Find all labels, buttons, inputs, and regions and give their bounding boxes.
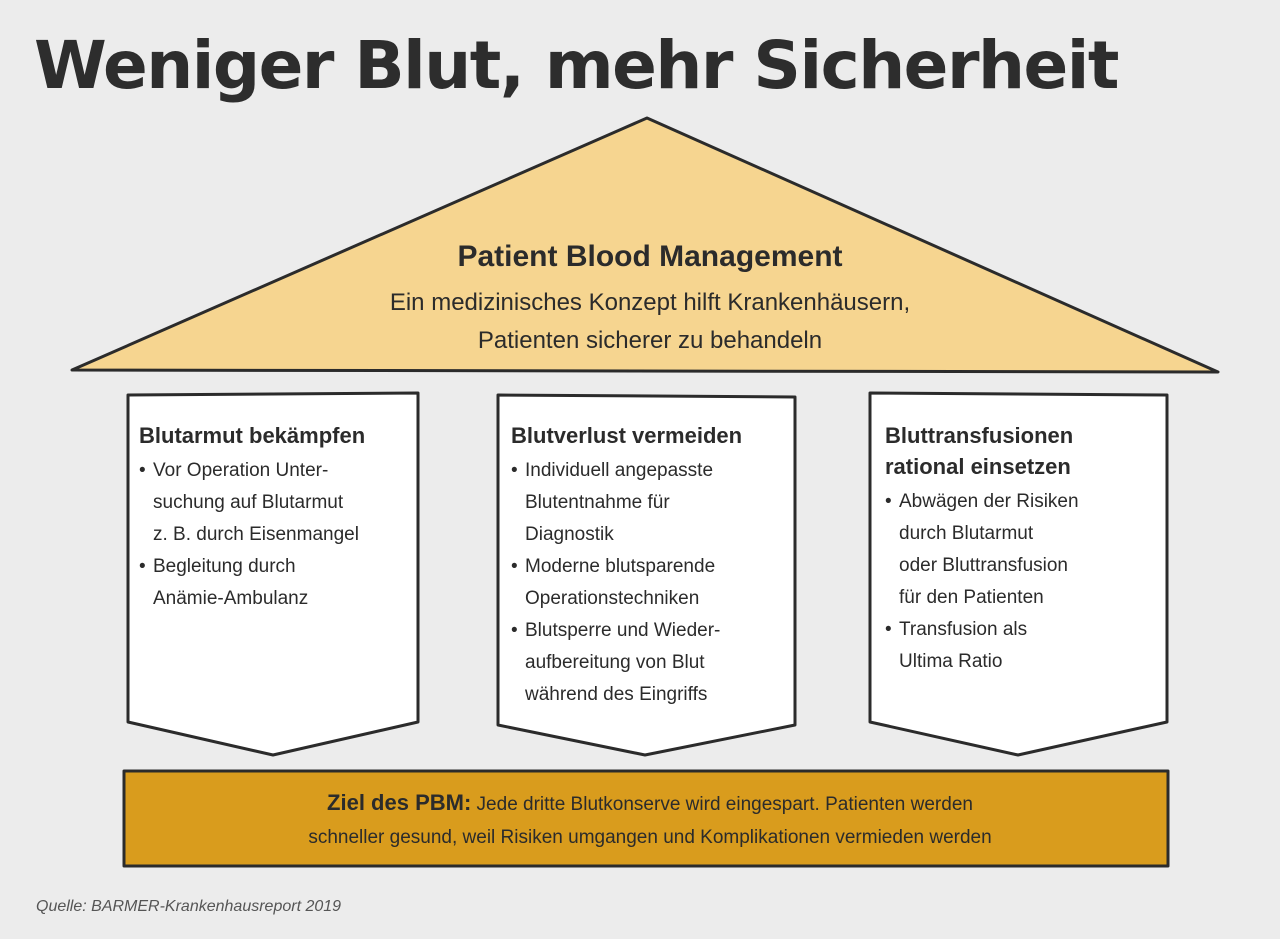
pillar-title: Blutarmut bekämpfen (139, 423, 366, 448)
pillar-list: Individuell angepasste Blutentnahme für … (511, 455, 791, 711)
pillar-blutarmut: Blutarmut bekämpfen Vor Operation Unter-… (139, 420, 414, 615)
list-item: Begleitung durch Anämie-Ambulanz (139, 551, 414, 615)
goal-text-line-1: Jede dritte Blutkonserve wird eingespart… (471, 794, 973, 815)
pillar-title: Blutverlust vermeiden (511, 423, 743, 448)
foundation-shape (122, 769, 1170, 868)
pillar-title-line-1: Bluttransfusionen (885, 423, 1074, 448)
goal-text: Ziel des PBM: Jede dritte Blutkonserve w… (135, 786, 1165, 854)
roof-subtitle-line-1: Ein medizinisches Konzept hilft Krankenh… (389, 289, 911, 316)
list-item: Transfusion als Ultima Ratio (885, 614, 1165, 678)
roof-title: Patient Blood Management (457, 240, 843, 273)
list-item: Blutsperre und Wieder- aufbereitung von … (511, 615, 791, 711)
page-title: Weniger Blut, mehr Sicherheit (34, 27, 1119, 104)
goal-text-line-2: schneller gesund, weil Risiken umgangen … (308, 827, 992, 848)
list-item: Moderne blutsparende Operationstechniken (511, 551, 791, 615)
list-item: Individuell angepasste Blutentnahme für … (511, 455, 791, 551)
goal-label: Ziel des PBM: (327, 790, 472, 815)
roof-subtitle: Ein medizinisches Konzept hilft Krankenh… (250, 284, 1050, 360)
pillar-blutverlust: Blutverlust vermeiden Individuell angepa… (511, 420, 791, 711)
list-item: Abwägen der Risiken durch Blutarmut oder… (885, 486, 1165, 614)
roof-shape (70, 116, 1220, 374)
pillar-list: Vor Operation Unter- suchung auf Blutarm… (139, 455, 414, 615)
pillar-title: Bluttransfusionen rational einsetzen (885, 420, 1165, 482)
pillar-list: Abwägen der Risiken durch Blutarmut oder… (885, 486, 1165, 678)
pillar-bluttransfusionen: Bluttransfusionen rational einsetzen Abw… (885, 420, 1165, 678)
roof-subtitle-line-2: Patienten sicherer zu behandeln (477, 327, 823, 354)
goal-line-1: Ziel des PBM: Jede dritte Blutkonserve w… (135, 786, 1165, 821)
list-item: Vor Operation Unter- suchung auf Blutarm… (139, 455, 414, 551)
source-note: Quelle: BARMER-Krankenhausreport 2019 (36, 898, 342, 915)
pillar-title-line-2: rational einsetzen (885, 454, 1071, 479)
roof-text: Patient Blood Management Ein medizinisch… (250, 240, 1050, 360)
